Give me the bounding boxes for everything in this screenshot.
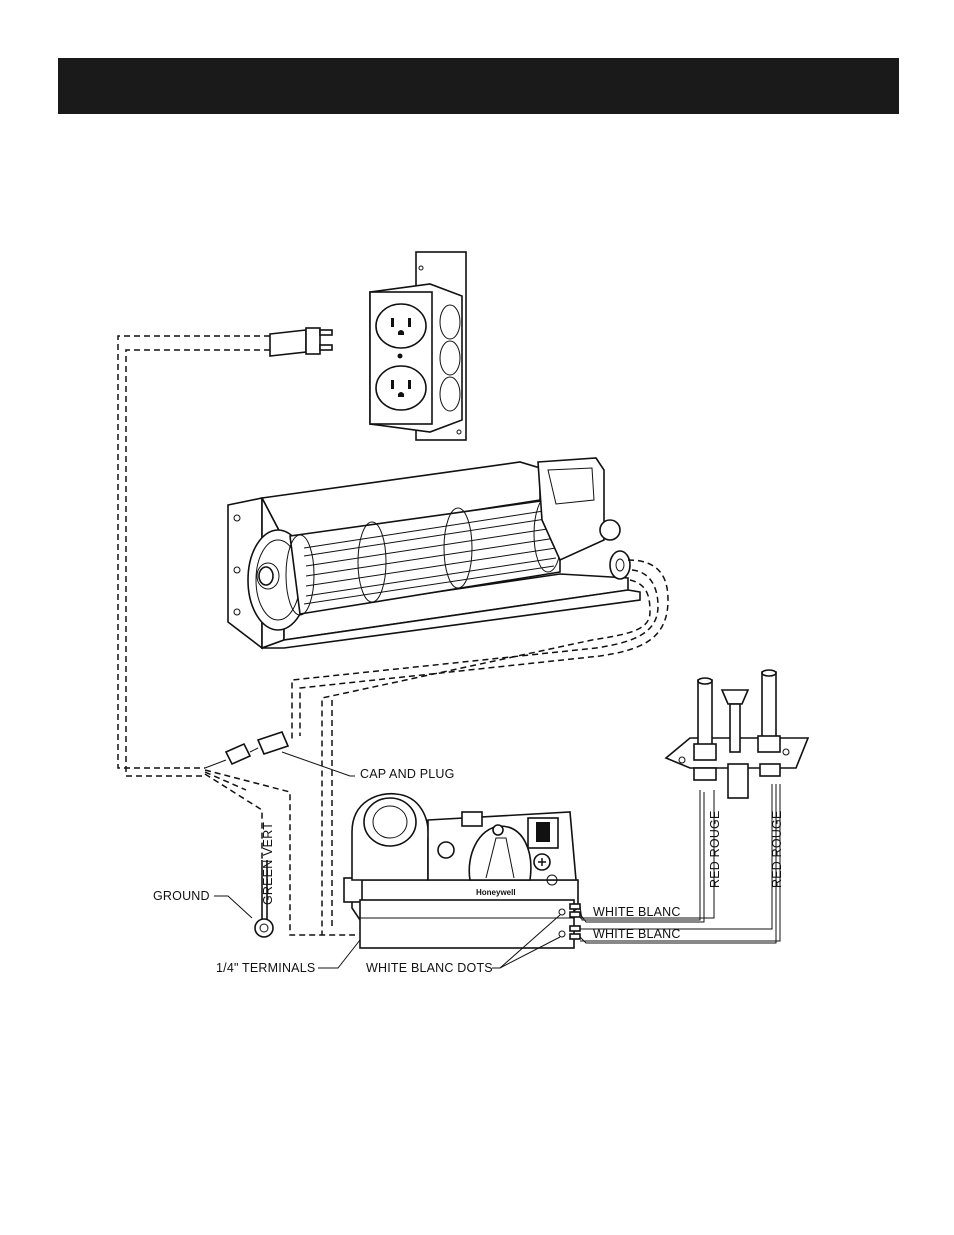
red-rouge-label-1: RED ROUGE [708,810,722,888]
white-blanc-label-2: WHITE BLANC [593,927,681,941]
brand-label: Honeywell [476,888,516,897]
pilot-wires [580,784,780,943]
terminals-label: 1/4" TERMINALS [216,961,315,975]
gas-valve: Honeywell [344,794,580,948]
white-blanc-dots-label: WHITE BLANC DOTS [366,961,493,975]
power-plug [270,328,332,356]
wall-outlet [370,252,466,440]
green-vert-label: GREEN VERT [261,822,275,905]
white-blanc-label-1: WHITE BLANC [593,905,681,919]
blower-fan [228,458,640,648]
pilot-assembly [666,670,808,798]
cap-and-plug [205,732,288,768]
red-rouge-label-2: RED ROUGE [770,810,784,888]
cap-and-plug-label: CAP AND PLUG [360,767,455,781]
ground-label: GROUND [153,889,210,903]
